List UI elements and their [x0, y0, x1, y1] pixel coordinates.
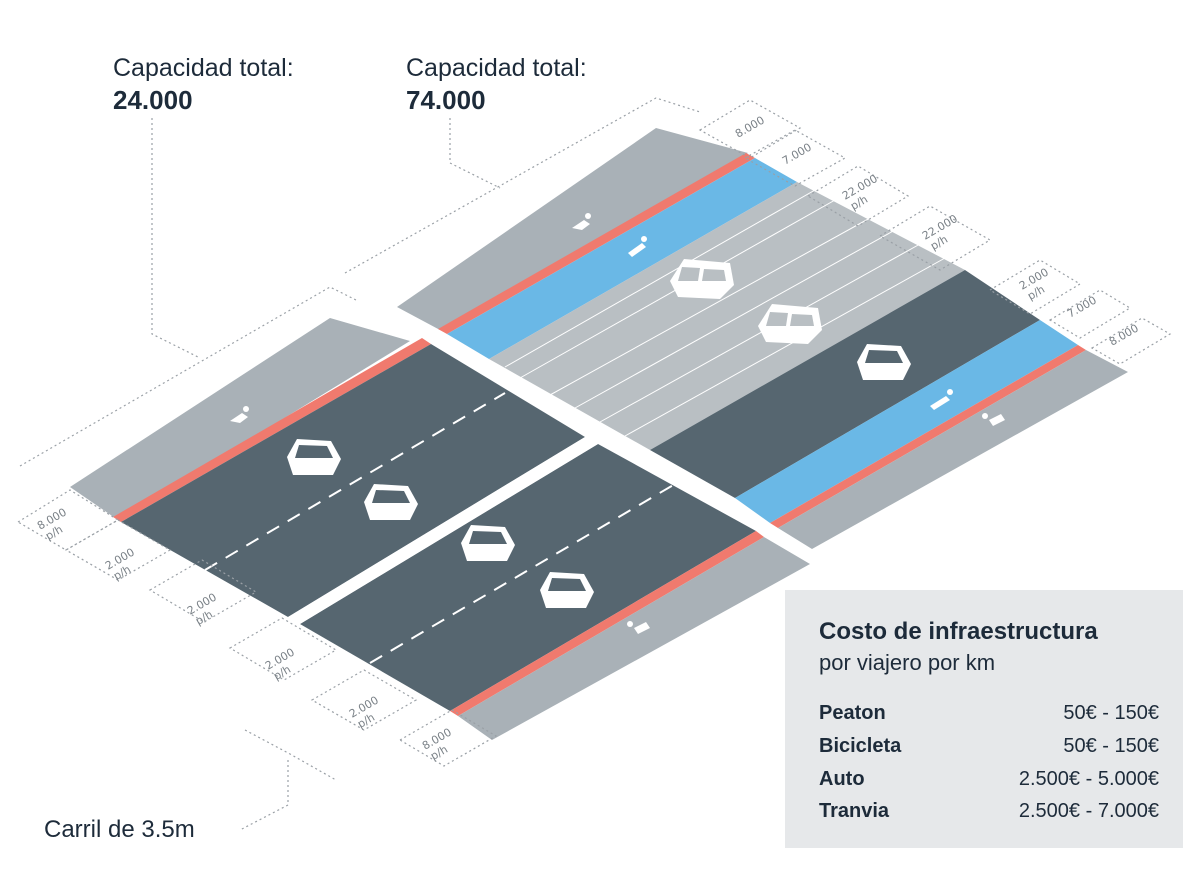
flow-label-left-1: 2.000 p/h	[103, 544, 146, 584]
flow-label-left-2: 2.000 p/h	[185, 589, 228, 629]
tram-rail-line	[624, 257, 946, 437]
left-capacity-caption: Capacidad total:	[113, 54, 294, 82]
left-dash-1	[204, 392, 506, 571]
cost-mode: Peaton	[819, 702, 886, 724]
tram-icon	[670, 259, 734, 299]
flow-label-right-3: 22.000 p/h	[920, 210, 969, 254]
cost-row: Tranvia 2.500€ - 7.000€	[819, 800, 1159, 830]
left-capacity-label: Capacidad total: 24.000	[113, 52, 294, 116]
tram-icon	[758, 304, 822, 344]
tram-rail-line	[549, 217, 871, 396]
leader-lines	[19, 97, 701, 831]
cost-row: Bicicleta 50€ - 150€	[819, 735, 1159, 765]
car-icon	[461, 525, 515, 561]
pedestrian-icon	[230, 406, 249, 423]
cost-mode: Tranvia	[819, 800, 890, 822]
right-far-bike-lane	[447, 158, 797, 359]
cost-range: 50€ - 150€	[1063, 702, 1159, 724]
cost-table: Costo de infraestructura por viajero por…	[785, 590, 1183, 848]
left-capacity-value: 24.000	[113, 85, 193, 115]
left-street	[70, 318, 810, 740]
flow-label-right-1: 7.000	[780, 141, 814, 168]
flow-label-right-4: 2.000 p/h	[1017, 264, 1060, 304]
right-capacity-label: Capacidad total: 74.000	[406, 52, 587, 116]
tram-rail-line	[504, 189, 816, 368]
right-street	[397, 128, 1128, 549]
right-near-bike-lane	[735, 320, 1078, 523]
flow-label-left-3: 2.000 p/h	[263, 644, 306, 684]
cost-mode: Bicicleta	[819, 735, 902, 757]
right-far-curb	[438, 153, 755, 334]
cost-row: Peaton 50€ - 150€	[819, 702, 1159, 732]
cost-range: 2.500€ - 5.000€	[1018, 768, 1159, 790]
pedestrian-icon	[572, 213, 591, 230]
flow-label-right-6: 8.000	[1107, 322, 1141, 349]
pedestrian-icon	[982, 413, 1005, 426]
left-car-lanes-a	[121, 344, 585, 617]
right-far-sidewalk	[397, 128, 748, 330]
flow-label-left-4: 2.000 p/h	[347, 692, 390, 732]
car-icon	[857, 344, 911, 380]
pedestrian-icon	[627, 621, 650, 634]
lane-width-note: Carril de 3.5m	[44, 816, 195, 843]
right-capacity-caption: Capacidad total:	[406, 54, 587, 82]
cost-range: 50€ - 150€	[1063, 735, 1159, 757]
left-block-gap	[288, 437, 598, 624]
cost-table-title: Costo de infraestructura	[819, 618, 1098, 645]
right-car-lane	[650, 270, 1040, 498]
left-near-curb	[450, 531, 764, 716]
car-icon	[364, 484, 418, 520]
tram-rail-line	[599, 243, 921, 423]
flow-label-right-2: 22.000 p/h	[840, 170, 889, 214]
right-tram-lanes	[489, 182, 965, 450]
car-icon	[287, 439, 341, 475]
bicycle-icon	[930, 389, 953, 410]
car-icon	[540, 572, 594, 608]
cost-row: Auto 2.500€ - 5.000€	[819, 768, 1159, 798]
cost-table-subtitle: por viajero por km	[819, 650, 996, 675]
right-near-curb	[770, 345, 1086, 528]
flow-label-left-5: 8.000 p/h	[420, 724, 463, 764]
flow-box-outlines	[16, 99, 1172, 767]
flow-label-left-0: 8.000 p/h	[35, 504, 78, 544]
right-capacity-value: 74.000	[406, 85, 486, 115]
flow-label-right-0: 8.000	[733, 114, 767, 141]
cost-mode: Auto	[819, 768, 865, 790]
left-near-sidewalk	[458, 537, 810, 740]
left-car-lanes-b	[300, 444, 756, 711]
tram-rail-line	[574, 229, 896, 409]
flow-label-right-5: 7.000	[1065, 294, 1099, 321]
right-near-sidewalk	[778, 350, 1128, 549]
cost-range: 2.500€ - 7.000€	[1018, 800, 1159, 822]
bicycle-icon	[628, 236, 647, 257]
left-dash-2	[369, 483, 676, 664]
left-far-curb	[113, 338, 431, 522]
